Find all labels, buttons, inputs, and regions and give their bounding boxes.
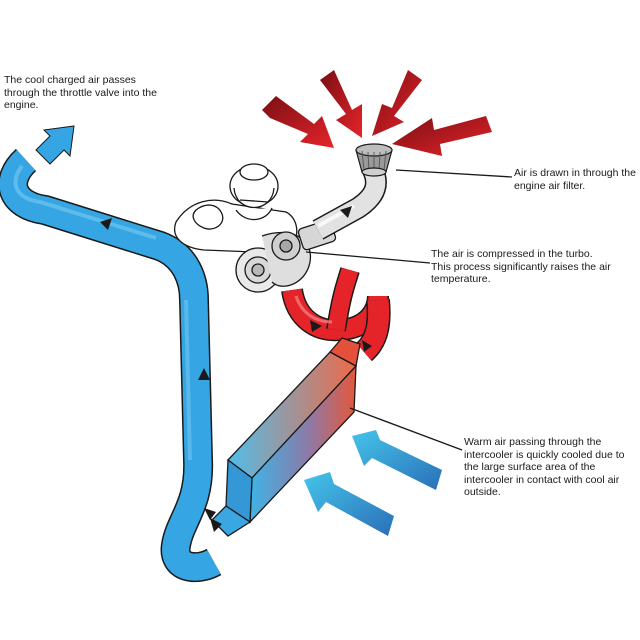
- intake-arrow-icon: [262, 96, 334, 148]
- label-air-filter: Air is drawn in through the engine air f…: [514, 167, 636, 192]
- intercooler: [211, 337, 361, 537]
- label-cool-charged-air: The cool charged air passes through the …: [4, 74, 157, 111]
- intake-pipe: [312, 163, 387, 240]
- flow-arrow-icon: [204, 508, 216, 520]
- outside-air-arrow-icon: [352, 430, 442, 490]
- flow-arrow-icon: [362, 340, 372, 352]
- turbocharger: [235, 219, 337, 293]
- flow-arrow-icon: [310, 320, 322, 332]
- outside-air-arrow-icon: [304, 472, 394, 536]
- cool-charge-pipe: [0, 148, 222, 583]
- intake-arrow-icon: [392, 116, 492, 156]
- leader-lines: [305, 169, 513, 451]
- outlet-arrow-icon: [35, 125, 75, 165]
- label-intercooler-cooling: Warm air passing through the intercooler…: [464, 436, 625, 498]
- flow-arrow-icon: [100, 218, 112, 230]
- air-filter: [355, 143, 393, 177]
- label-turbo-compression: The air is compressed in the turbo. This…: [431, 248, 611, 285]
- leader-line-intercooler: [349, 407, 463, 451]
- outside-air-arrows: [304, 430, 442, 536]
- flow-arrow-icon: [340, 206, 352, 218]
- leader-line-air-filter: [395, 169, 513, 178]
- flow-arrow-icon: [210, 518, 222, 532]
- hot-charge-pipe: [281, 267, 391, 362]
- flow-arrow-icon: [198, 368, 210, 380]
- intake-arrow-icon: [372, 70, 422, 136]
- intake-arrows: [262, 70, 492, 156]
- leader-line-turbo: [305, 251, 431, 264]
- intake-arrow-icon: [320, 70, 362, 138]
